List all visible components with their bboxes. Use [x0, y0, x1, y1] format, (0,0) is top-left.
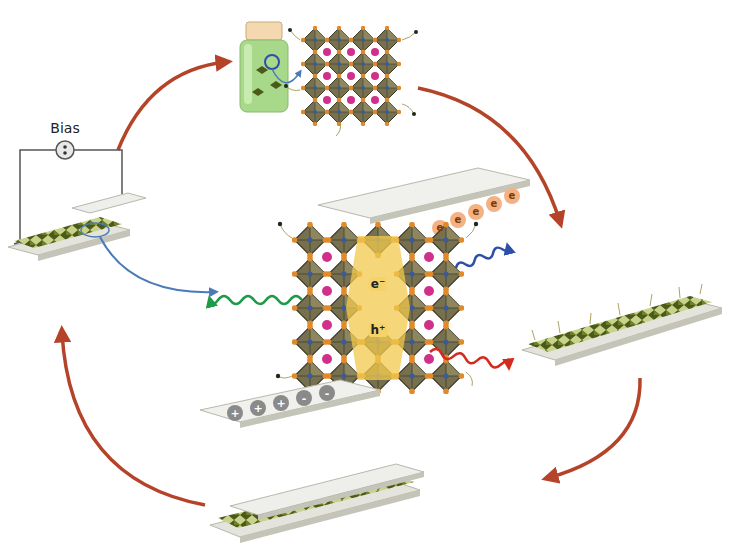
charge-sign: + — [276, 398, 285, 409]
electron-label: e⁻ — [369, 277, 387, 291]
hole-label: h⁺ — [369, 323, 388, 337]
electron-symbol: e — [509, 191, 516, 201]
electron-symbol: e — [491, 199, 498, 209]
bias-label: Bias — [50, 121, 79, 135]
charge-sign: - — [325, 388, 330, 399]
electron-symbol: e — [473, 207, 480, 217]
charge-sign: + — [230, 408, 239, 419]
electron-symbol: e — [455, 215, 462, 225]
electron-symbol: e — [437, 223, 444, 233]
charge-sign: - — [302, 393, 307, 404]
charge-sign: + — [253, 403, 262, 414]
